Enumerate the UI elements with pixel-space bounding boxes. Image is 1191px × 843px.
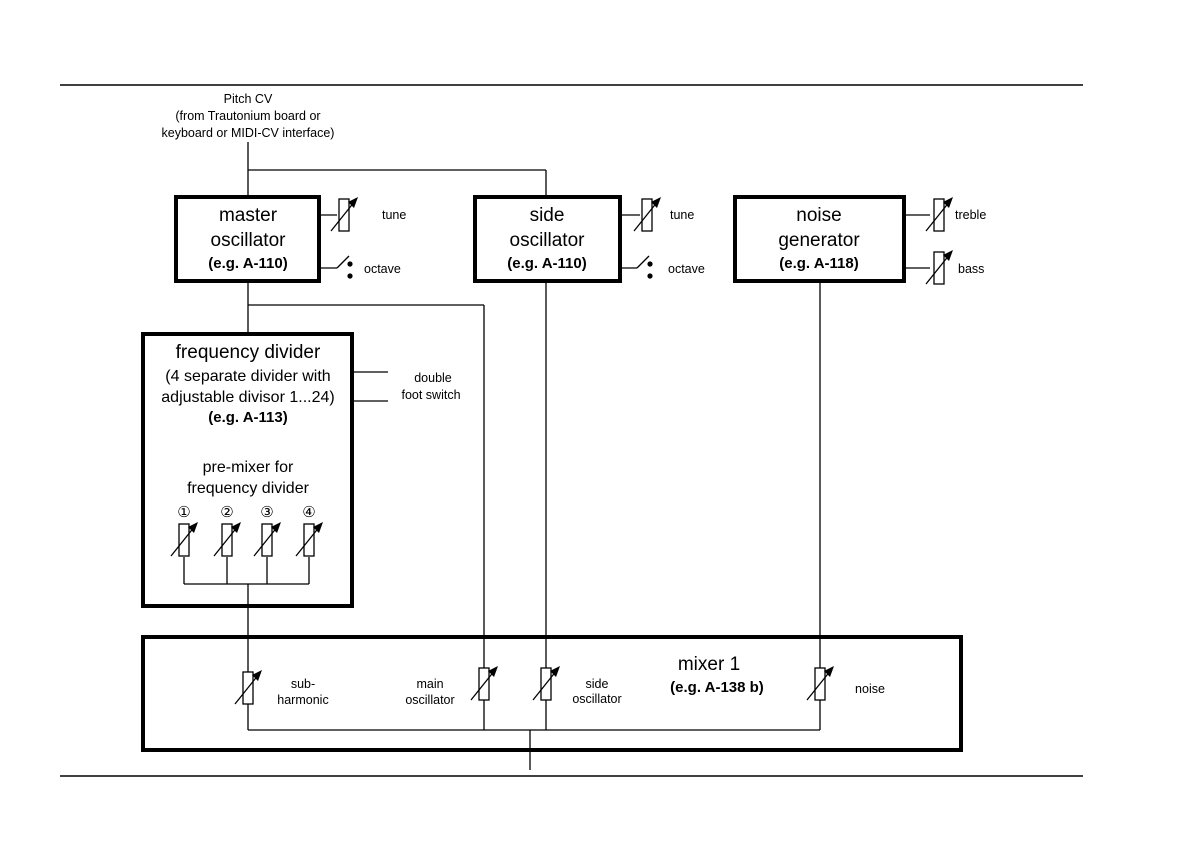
side-oscillator-mix-label1: side (586, 677, 609, 691)
channel-4-label: ④ (302, 503, 315, 521)
treble-pot-icon[interactable] (925, 196, 954, 232)
channel-1-pot-icon[interactable] (170, 521, 199, 557)
main-oscillator-label1: main (416, 677, 443, 691)
frequency-divider-desc1: (4 separate divider with (165, 368, 330, 385)
master-octave-label: octave (364, 262, 401, 276)
noise-generator-box (733, 195, 906, 283)
frequency-divider-title: frequency divider (176, 342, 321, 363)
noise-generator-module: noise generator (e.g. A-118) (733, 195, 906, 283)
main-oscillator-label2: oscillator (405, 693, 454, 707)
frequency-divider-desc2: adjustable divisor 1...24) (161, 389, 334, 406)
subharmonic-pot-icon[interactable] (234, 669, 263, 705)
master-octave-switch-icon[interactable] (336, 255, 353, 279)
channel-4-pot-icon[interactable] (295, 521, 324, 557)
side-oscillator-module: side oscillator (e.g. A-110) (473, 195, 622, 283)
mixer-title: mixer 1 (678, 654, 740, 675)
frequency-divider-module: frequency divider (4 separate divider wi… (141, 332, 354, 608)
mixer-box (141, 635, 963, 752)
master-tune-pot-icon[interactable] (330, 196, 359, 232)
channel-1-label: ① (177, 503, 190, 521)
side-octave-label: octave (668, 262, 705, 276)
frequency-divider-model: (e.g. A-113) (208, 409, 287, 426)
master-tune-label: tune (382, 208, 406, 222)
pitch-cv-line3: keyboard or MIDI-CV interface) (162, 126, 335, 140)
side-oscillator-model: (e.g. A-110) (507, 255, 586, 272)
channel-3-pot-icon[interactable] (253, 521, 282, 557)
double-label: double (414, 371, 452, 385)
premixer-channels: ① ② ③ ④ (170, 503, 324, 557)
noise-generator-model: (e.g. A-118) (779, 255, 858, 272)
side-oscillator-title2: oscillator (510, 230, 586, 251)
noise-pot-icon[interactable] (806, 665, 835, 701)
master-oscillator-title2: oscillator (211, 230, 287, 251)
frequency-divider-box (141, 332, 354, 608)
premixer-title2: frequency divider (187, 480, 310, 497)
side-oscillator-box (473, 195, 622, 283)
channel-2-label: ② (220, 503, 233, 521)
bass-label: bass (958, 262, 984, 276)
pitch-cv-label: Pitch CV (from Trautonium board or keybo… (162, 92, 335, 140)
foot-switch-label: foot switch (401, 388, 460, 402)
master-oscillator-box (174, 195, 321, 283)
master-oscillator-title: master (219, 205, 278, 226)
channel-3-label: ③ (260, 503, 273, 521)
noise-mix-label: noise (855, 682, 885, 696)
mixer-module: mixer 1 (e.g. A-138 b) (141, 635, 963, 752)
side-oscillator-mix-label2: oscillator (572, 692, 621, 706)
premixer-title1: pre-mixer for (203, 459, 294, 476)
bass-pot-icon[interactable] (925, 249, 954, 285)
side-tune-label: tune (670, 208, 694, 222)
mixer-model: (e.g. A-138 b) (670, 679, 764, 696)
subharmonic-label1: sub- (291, 677, 315, 691)
pitch-cv-line2: (from Trautonium board or (175, 109, 320, 123)
treble-label: treble (955, 208, 986, 222)
main-oscillator-pot-icon[interactable] (470, 665, 499, 701)
noise-generator-title2: generator (778, 230, 860, 251)
master-oscillator-module: master oscillator (e.g. A-110) (174, 195, 321, 283)
side-oscillator-pot-icon[interactable] (532, 665, 561, 701)
pitch-cv-line1: Pitch CV (224, 92, 273, 106)
side-tune-pot-icon[interactable] (633, 196, 662, 232)
side-oscillator-title: side (530, 205, 565, 226)
noise-generator-title: noise (796, 205, 841, 226)
side-octave-switch-icon[interactable] (636, 255, 653, 279)
master-oscillator-model: (e.g. A-110) (208, 255, 287, 272)
channel-2-pot-icon[interactable] (213, 521, 242, 557)
subharmonic-label2: harmonic (277, 693, 328, 707)
